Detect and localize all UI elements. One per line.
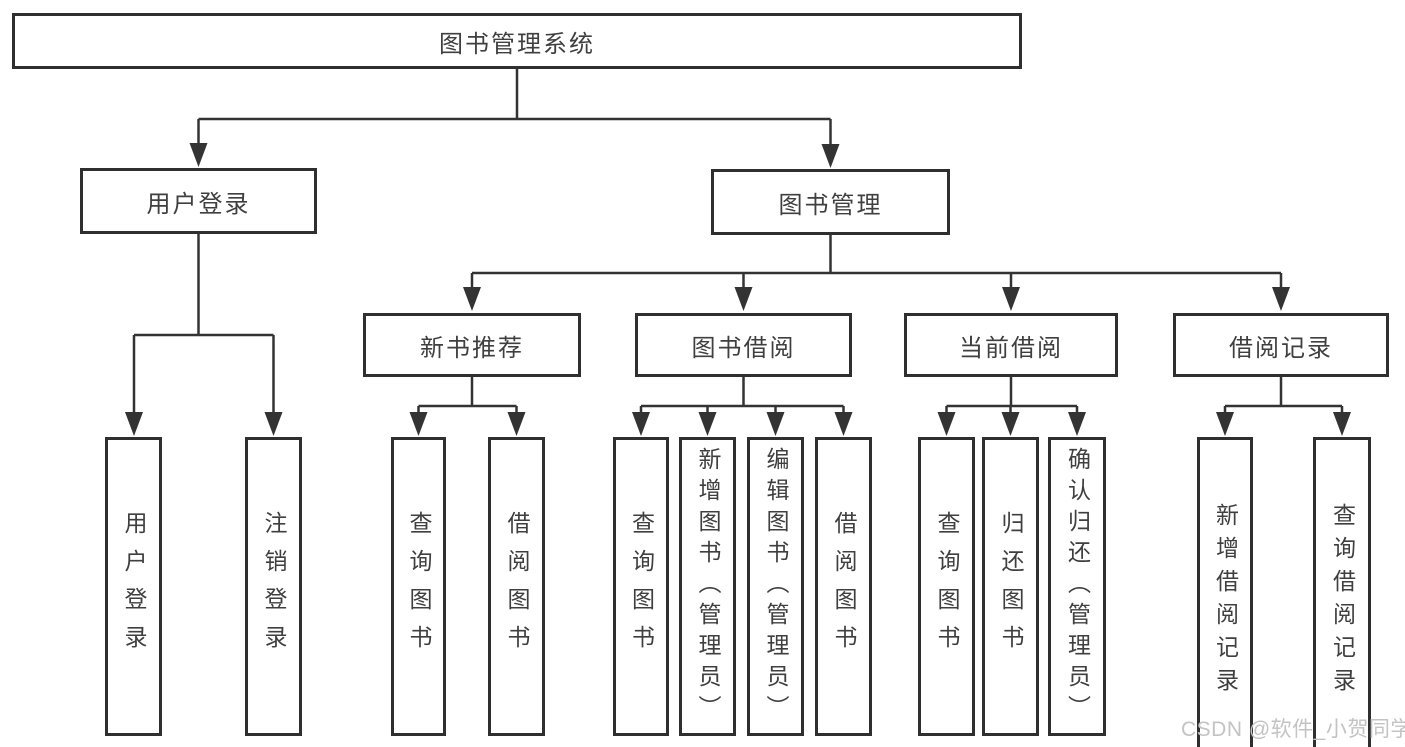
node-borrowing-records-label: 借阅记录 [1229, 334, 1333, 362]
leaf-query-books-current-label: 查询图书 [934, 510, 960, 663]
leaf-confirm-return-admin: 确认归还（管理员） [1048, 437, 1106, 736]
leaf-logout-login: 注销登录 [245, 437, 302, 736]
leaf-add-borrow-record: 新增借阅记录 [1197, 437, 1253, 747]
node-book-borrowing-label: 图书借阅 [691, 334, 796, 362]
leaf-add-borrow-record-label: 新增借阅记录 [1212, 503, 1239, 701]
leaf-add-books-admin: 新增图书（管理员） [679, 437, 736, 736]
node-current-borrowing: 当前借阅 [904, 313, 1118, 377]
node-library-system-label: 图书管理系统 [439, 30, 595, 58]
node-new-book-recommend-label: 新书推荐 [420, 334, 524, 362]
leaf-add-books-admin-label: 新增图书（管理员） [695, 447, 721, 726]
leaf-user-login-label: 用户登录 [121, 510, 147, 663]
leaf-confirm-return-admin-label: 确认归还（管理员） [1064, 447, 1091, 726]
leaf-edit-books-admin-label: 编辑图书（管理员） [763, 447, 789, 726]
leaf-return-books-label: 归还图书 [998, 510, 1024, 663]
node-book-management: 图书管理 [711, 169, 950, 235]
node-user-login-label: 用户登录 [146, 190, 251, 218]
leaf-logout-login-label: 注销登录 [261, 510, 287, 663]
leaf-query-books-recommend: 查询图书 [391, 437, 446, 736]
leaf-query-books-borrowing-label: 查询图书 [628, 510, 655, 663]
leaf-borrow-books-borrowing: 借阅图书 [815, 437, 872, 736]
node-current-borrowing-label: 当前借阅 [959, 334, 1063, 362]
node-borrowing-records: 借阅记录 [1173, 313, 1389, 377]
leaf-user-login: 用户登录 [105, 437, 162, 736]
node-new-book-recommend: 新书推荐 [363, 313, 581, 377]
leaf-return-books: 归还图书 [982, 437, 1039, 736]
leaf-query-books-recommend-label: 查询图书 [406, 510, 432, 663]
leaf-query-books-current: 查询图书 [918, 437, 975, 736]
leaf-borrow-books-recommend-label: 借阅图书 [504, 510, 530, 663]
leaf-edit-books-admin: 编辑图书（管理员） [747, 437, 804, 736]
node-library-system: 图书管理系统 [12, 13, 1022, 69]
node-book-borrowing: 图书借阅 [635, 313, 852, 377]
leaf-borrow-books-recommend: 借阅图书 [488, 437, 545, 736]
csdn-watermark: CSDN @软件_小贺同学 [1181, 718, 1405, 741]
leaf-query-borrow-record-label: 查询借阅记录 [1329, 503, 1356, 701]
leaf-query-books-borrowing: 查询图书 [613, 437, 669, 736]
leaf-query-borrow-record: 查询借阅记录 [1313, 437, 1371, 747]
node-book-management-label: 图书管理 [778, 191, 883, 219]
node-user-login: 用户登录 [80, 168, 317, 234]
leaf-borrow-books-borrowing-label: 借阅图书 [831, 510, 857, 663]
